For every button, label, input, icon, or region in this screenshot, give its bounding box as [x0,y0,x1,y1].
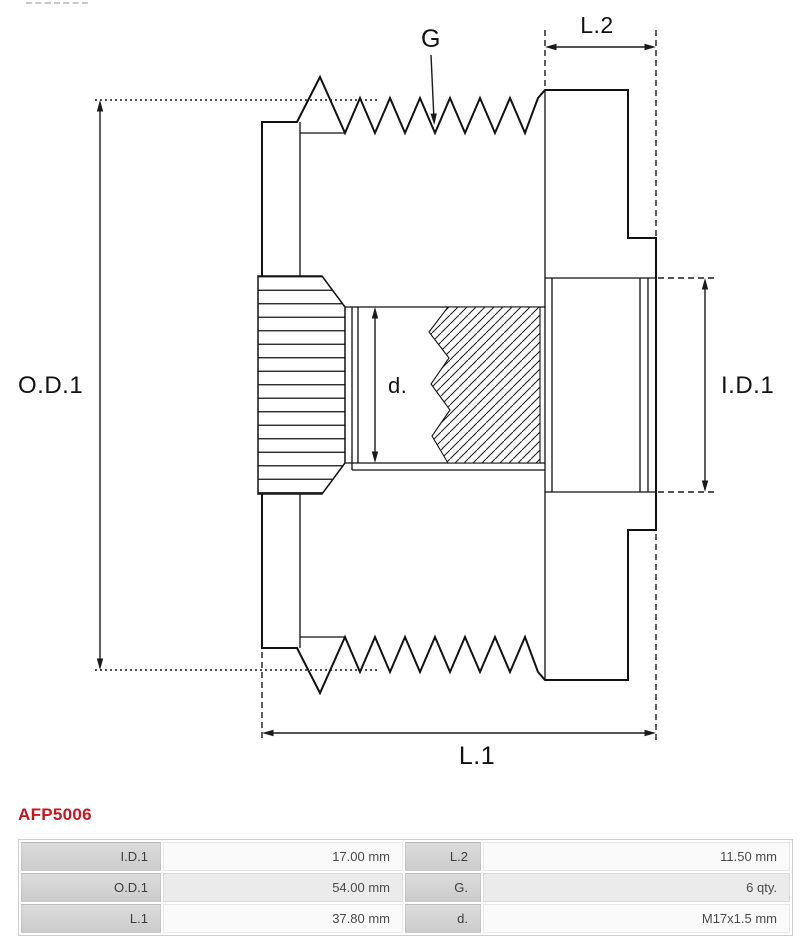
spec-table: I.D.1 17.00 mm L.2 11.50 mm O.D.1 54.00 … [19,840,792,935]
label-od1: O.D.1 [18,372,83,399]
dim-l1: L.1 [261,534,657,770]
dim-od1: O.D.1 [18,99,380,671]
spec-label: I.D.1 [21,842,161,871]
label-l2: L.2 [580,12,613,38]
table-row: O.D.1 54.00 mm G. 6 qty. [21,873,790,902]
table-row: L.1 37.80 mm d. M17x1.5 mm [21,904,790,933]
spec-label: d. [405,904,481,933]
spec-label: O.D.1 [21,873,161,902]
label-g: G [421,25,441,53]
g-leader-line [430,54,437,125]
label-l1: L.1 [459,742,495,770]
dim-g: G [421,25,441,125]
spec-value: 37.80 mm [163,904,403,933]
spec-value: M17x1.5 mm [483,904,790,933]
dim-d: d. [371,307,407,463]
spec-label: L.1 [21,904,161,933]
spec-value: 54.00 mm [163,873,403,902]
drawing-svg: O.D.1 L.2 G I.D.1 [18,12,774,770]
inner-detail-lines [299,90,656,680]
pulley-technical-drawing: O.D.1 L.2 G I.D.1 [18,12,774,770]
spec-label: L.2 [405,842,481,871]
top-edge-artifact [26,2,88,8]
spec-value: 11.50 mm [483,842,790,871]
part-number: AFP5006 [18,805,92,824]
spec-value: 6 qty. [483,873,790,902]
dim-id1: I.D.1 [658,277,774,493]
spec-label: G. [405,873,481,902]
dim-l2: L.2 [544,12,657,236]
spec-value: 17.00 mm [163,842,403,871]
spec-table-wrap: I.D.1 17.00 mm L.2 11.50 mm O.D.1 54.00 … [18,839,793,936]
spline-section [257,275,346,495]
table-row: I.D.1 17.00 mm L.2 11.50 mm [21,842,790,871]
label-d: d. [388,373,407,398]
label-id1: I.D.1 [721,372,774,399]
thread-hatch-section [428,306,541,464]
